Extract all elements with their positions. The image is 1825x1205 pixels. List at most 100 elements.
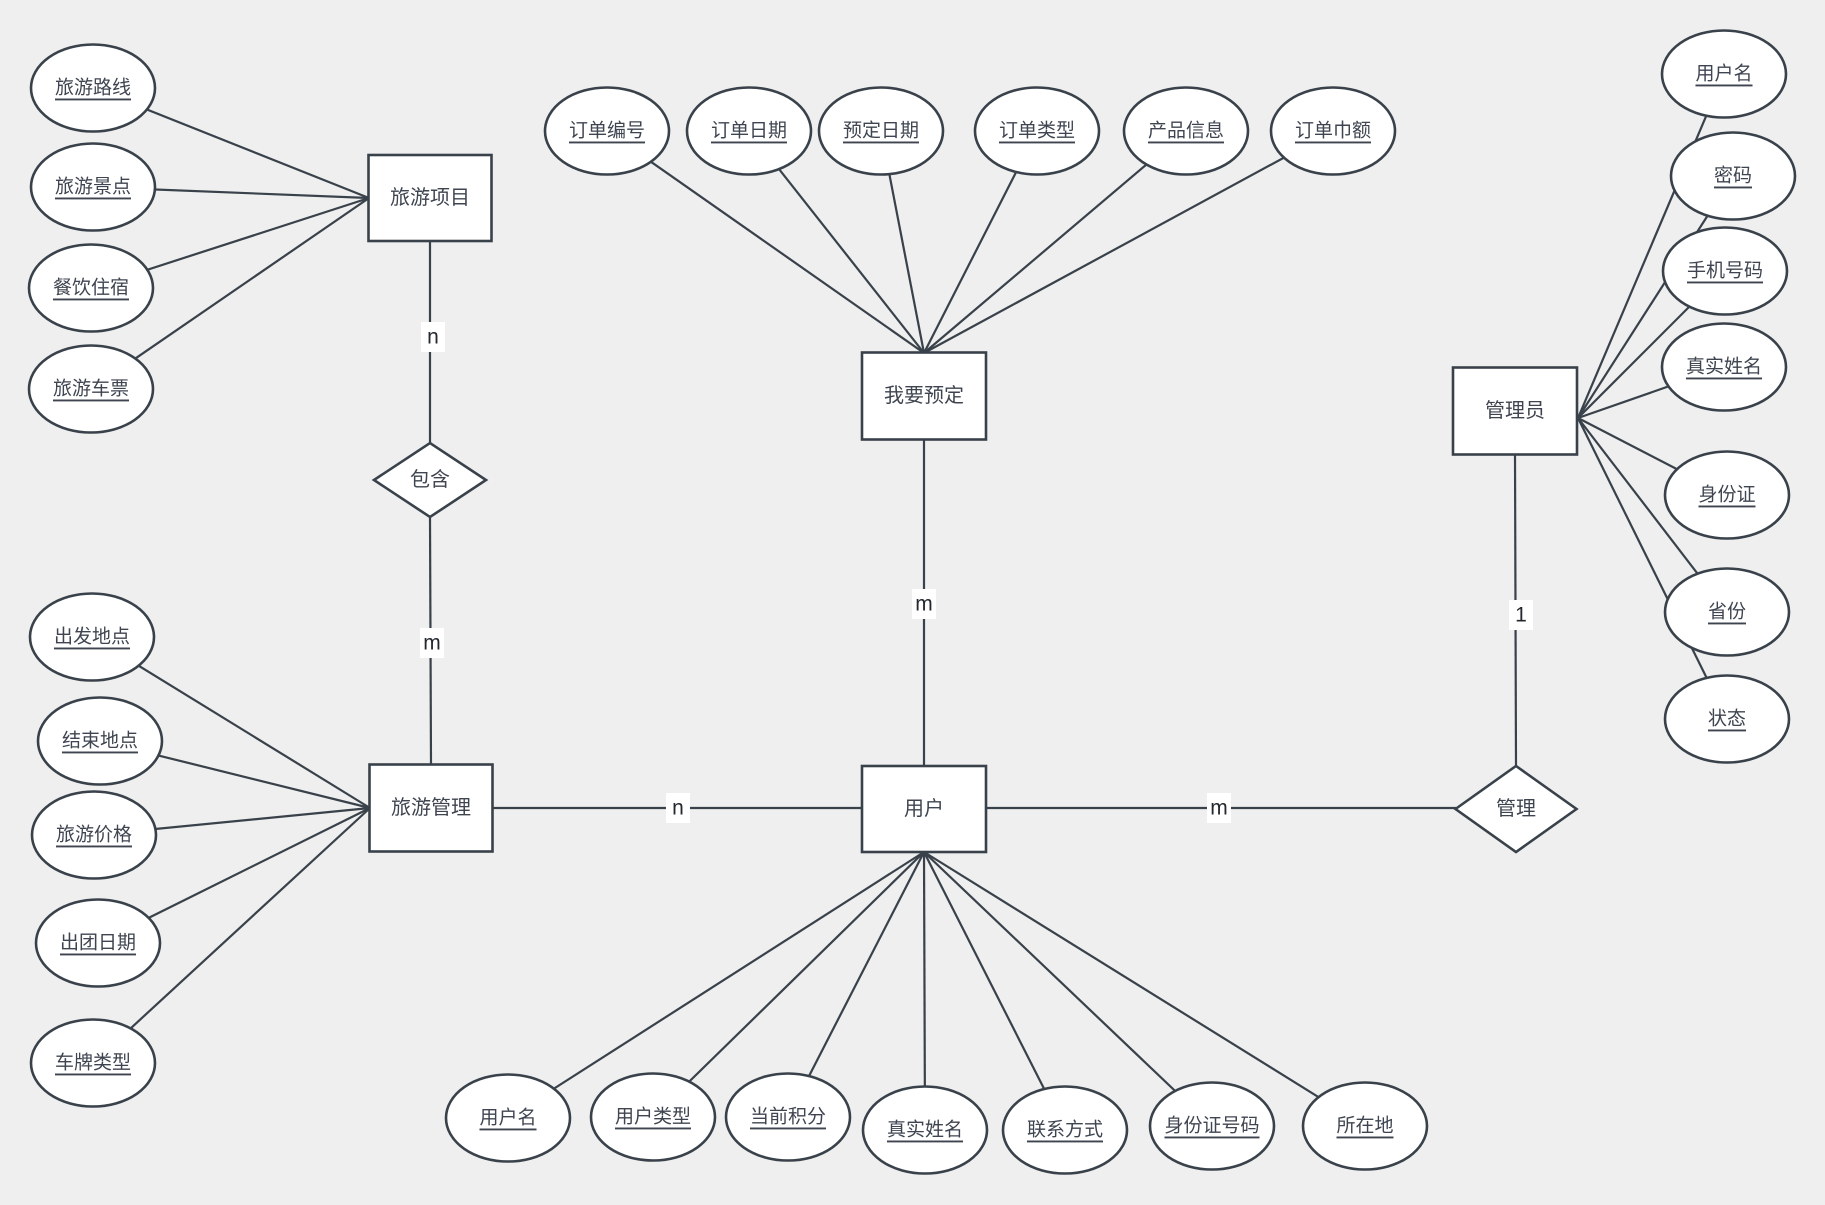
attribute-ellipse-id-card-number[interactable]: [1148, 1081, 1276, 1171]
attribute-ellipse-travel-route[interactable]: [29, 43, 157, 133]
relationship-diamond-manages[interactable]: [1453, 764, 1579, 854]
attribute-plate-type[interactable]: 车牌类型: [29, 1018, 157, 1108]
attribute-edge-id-card-number: [923, 851, 1213, 1127]
attribute-label-location: 所在地: [1336, 1115, 1393, 1137]
attribute-ellipse-current-points[interactable]: [724, 1072, 852, 1162]
entity-admin[interactable]: 管理员: [1451, 366, 1579, 456]
cardinality-chip-project-contains: [421, 322, 445, 352]
attribute-product-info[interactable]: 产品信息: [1122, 86, 1250, 176]
cardinality-contains-management: m: [420, 628, 444, 658]
attribute-travel-price[interactable]: 旅游价格: [30, 790, 158, 880]
attribute-admin-province[interactable]: 省份: [1663, 567, 1791, 657]
entity-travel-management[interactable]: 旅游管理: [368, 763, 494, 853]
attribute-location[interactable]: 所在地: [1301, 1081, 1429, 1171]
attribute-ellipse-admin-username[interactable]: [1660, 29, 1788, 119]
cardinality-label-project-contains: n: [427, 326, 439, 349]
attribute-admin-username[interactable]: 用户名: [1660, 29, 1788, 119]
attribute-end-place[interactable]: 结束地点: [36, 696, 164, 786]
attribute-ellipse-food-lodging[interactable]: [27, 243, 155, 333]
cardinality-chip-user-manages: [1207, 793, 1231, 823]
attribute-admin-phone[interactable]: 手机号码: [1661, 226, 1789, 316]
entity-label-user: 用户: [904, 797, 944, 820]
attribute-ellipse-order-type[interactable]: [973, 86, 1101, 176]
attribute-label-user-username: 用户名: [479, 1107, 536, 1129]
attribute-ellipse-contact-way[interactable]: [1001, 1085, 1129, 1175]
attribute-ellipse-reserve-date[interactable]: [817, 86, 945, 176]
attribute-label-departure-place: 出发地点: [54, 626, 130, 648]
relationship-manages[interactable]: 管理: [1453, 764, 1579, 854]
attribute-contact-way[interactable]: 联系方式: [1001, 1085, 1129, 1175]
attribute-admin-password[interactable]: 密码: [1669, 131, 1797, 221]
attribute-user-real-name[interactable]: 真实姓名: [861, 1085, 989, 1175]
attribute-ellipse-product-info[interactable]: [1122, 86, 1250, 176]
cardinality-management-user: n: [666, 793, 690, 823]
attribute-reserve-date[interactable]: 预定日期: [817, 86, 945, 176]
entity-rect-travel-management[interactable]: [368, 763, 494, 853]
attribute-ellipse-admin-province[interactable]: [1663, 567, 1791, 657]
attribute-ellipse-order-number[interactable]: [543, 86, 671, 176]
attribute-ellipse-end-place[interactable]: [36, 696, 164, 786]
cardinality-label-admin-manages: 1: [1515, 604, 1527, 627]
attribute-label-travel-ticket: 旅游车票: [53, 378, 129, 400]
entity-user[interactable]: 用户: [860, 764, 988, 854]
attribute-ellipse-admin-id-card[interactable]: [1663, 450, 1791, 540]
attribute-order-number[interactable]: 订单编号: [543, 86, 671, 176]
attribute-id-card-number[interactable]: 身份证号码: [1148, 1081, 1276, 1171]
entity-rect-user[interactable]: [860, 764, 988, 854]
attribute-food-lodging[interactable]: 餐饮住宿: [27, 243, 155, 333]
attribute-departure-date[interactable]: 出团日期: [34, 898, 162, 988]
attribute-user-type[interactable]: 用户类型: [589, 1072, 717, 1162]
attribute-ellipse-order-date[interactable]: [685, 86, 813, 176]
relationship-diamond-contains[interactable]: [371, 441, 489, 519]
attribute-admin-id-card[interactable]: 身份证: [1663, 450, 1791, 540]
attribute-departure-place[interactable]: 出发地点: [28, 592, 156, 682]
attribute-edge-travel-ticket: [90, 197, 370, 390]
attribute-ellipse-user-username[interactable]: [444, 1073, 572, 1163]
attribute-label-user-real-name: 真实姓名: [887, 1119, 963, 1141]
attribute-travel-scenic-spot[interactable]: 旅游景点: [29, 142, 157, 232]
attribute-admin-status[interactable]: 状态: [1663, 674, 1791, 764]
attribute-label-reserve-date: 预定日期: [843, 120, 919, 142]
attribute-current-points[interactable]: 当前积分: [724, 1072, 852, 1162]
cardinality-label-booking-user: m: [915, 593, 933, 616]
attribute-ellipse-order-amount[interactable]: [1269, 86, 1397, 176]
attribute-ellipse-travel-price[interactable]: [30, 790, 158, 880]
cardinality-project-contains: n: [421, 322, 445, 352]
cardinality-chip-contains-management: [420, 628, 444, 658]
attribute-label-user-type: 用户类型: [615, 1106, 691, 1128]
entity-rect-booking[interactable]: [860, 351, 988, 441]
attribute-travel-route[interactable]: 旅游路线: [29, 43, 157, 133]
attribute-label-admin-phone: 手机号码: [1687, 260, 1763, 282]
entity-rect-travel-project[interactable]: [367, 153, 493, 243]
attribute-ellipse-user-type[interactable]: [589, 1072, 717, 1162]
attribute-edge-order-number: [606, 130, 925, 354]
attribute-user-username[interactable]: 用户名: [444, 1073, 572, 1163]
attribute-ellipse-travel-ticket[interactable]: [27, 344, 155, 434]
attribute-ellipse-admin-status[interactable]: [1663, 674, 1791, 764]
attribute-order-type[interactable]: 订单类型: [973, 86, 1101, 176]
attribute-ellipse-admin-phone[interactable]: [1661, 226, 1789, 316]
attribute-label-product-info: 产品信息: [1148, 120, 1224, 142]
attribute-travel-ticket[interactable]: 旅游车票: [27, 344, 155, 434]
attribute-admin-real-name[interactable]: 真实姓名: [1660, 322, 1788, 412]
entity-travel-project[interactable]: 旅游项目: [367, 153, 493, 243]
attribute-ellipse-admin-password[interactable]: [1669, 131, 1797, 221]
attribute-ellipse-departure-date[interactable]: [34, 898, 162, 988]
attribute-ellipse-travel-scenic-spot[interactable]: [29, 142, 157, 232]
attribute-ellipse-user-real-name[interactable]: [861, 1085, 989, 1175]
attribute-edge-plate-type: [92, 807, 371, 1064]
cardinality-label-contains-management: m: [423, 632, 441, 655]
attribute-ellipse-plate-type[interactable]: [29, 1018, 157, 1108]
attribute-ellipse-location[interactable]: [1301, 1081, 1429, 1171]
attribute-ellipse-departure-place[interactable]: [28, 592, 156, 682]
attribute-label-order-amount: 订单巾额: [1295, 120, 1371, 142]
attribute-order-amount[interactable]: 订单巾额: [1269, 86, 1397, 176]
attribute-ellipse-admin-real-name[interactable]: [1660, 322, 1788, 412]
entity-rect-admin[interactable]: [1451, 366, 1579, 456]
relationship-contains[interactable]: 包含: [371, 441, 489, 519]
attribute-label-order-date: 订单日期: [711, 120, 787, 142]
attribute-order-date[interactable]: 订单日期: [685, 86, 813, 176]
entity-booking[interactable]: 我要预定: [860, 351, 988, 441]
